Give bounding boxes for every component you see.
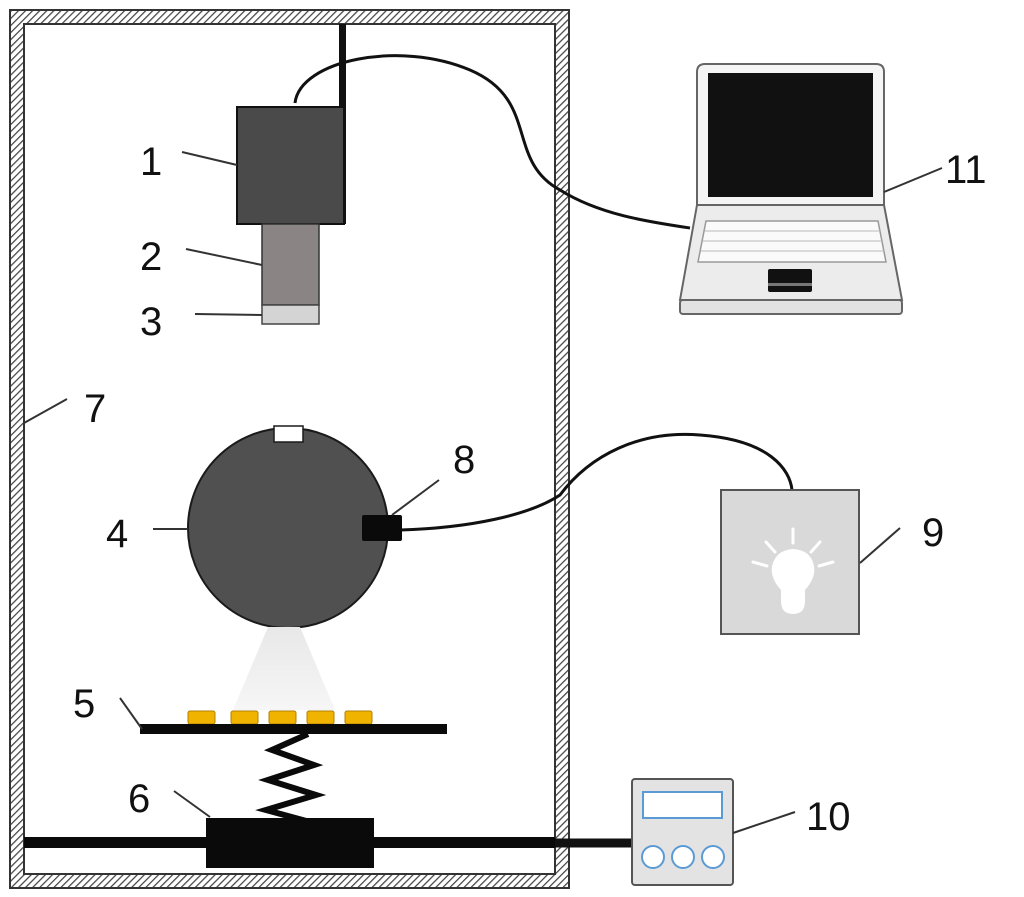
label-lens: 2 (140, 235, 162, 279)
camera-assembly (236, 24, 346, 325)
controller-display (642, 791, 723, 819)
laptop-screen (708, 73, 873, 197)
label-translation-stage: 6 (128, 777, 150, 821)
filter (261, 304, 320, 325)
spring (255, 731, 327, 825)
controller-knob (641, 845, 665, 869)
laptop-icon (678, 63, 904, 315)
controller-knob (671, 845, 695, 869)
sample-stage (140, 710, 447, 734)
camera-body (236, 106, 345, 225)
lens (261, 223, 320, 306)
controller (631, 778, 734, 886)
labels: 1 2 3 4 5 6 7 8 9 10 11 (73, 140, 987, 839)
cables (293, 54, 794, 848)
label-controller: 10 (806, 795, 851, 839)
label-sample-stage: 5 (73, 682, 95, 726)
label-enclosure: 7 (84, 387, 106, 431)
light-source (720, 489, 860, 635)
enclosure (9, 9, 570, 889)
laptop-touchpad (768, 269, 812, 292)
fiber-cable (399, 432, 794, 532)
camera-cable (293, 54, 691, 230)
label-camera: 1 (140, 140, 162, 184)
translation-stage (24, 818, 555, 868)
integrating-sphere (187, 425, 402, 629)
label-integrating-sphere: 4 (106, 512, 128, 556)
label-fiber-port: 8 (453, 438, 475, 482)
light-beam (233, 627, 335, 710)
leader-lines (23, 151, 943, 834)
light-bulb-icon (751, 527, 835, 614)
label-light-source: 9 (922, 511, 944, 555)
label-laptop: 11 (945, 148, 987, 192)
sphere-top-notch (273, 425, 304, 443)
controller-knob (701, 845, 725, 869)
fiber-port (362, 515, 402, 541)
label-filter: 3 (140, 300, 162, 344)
